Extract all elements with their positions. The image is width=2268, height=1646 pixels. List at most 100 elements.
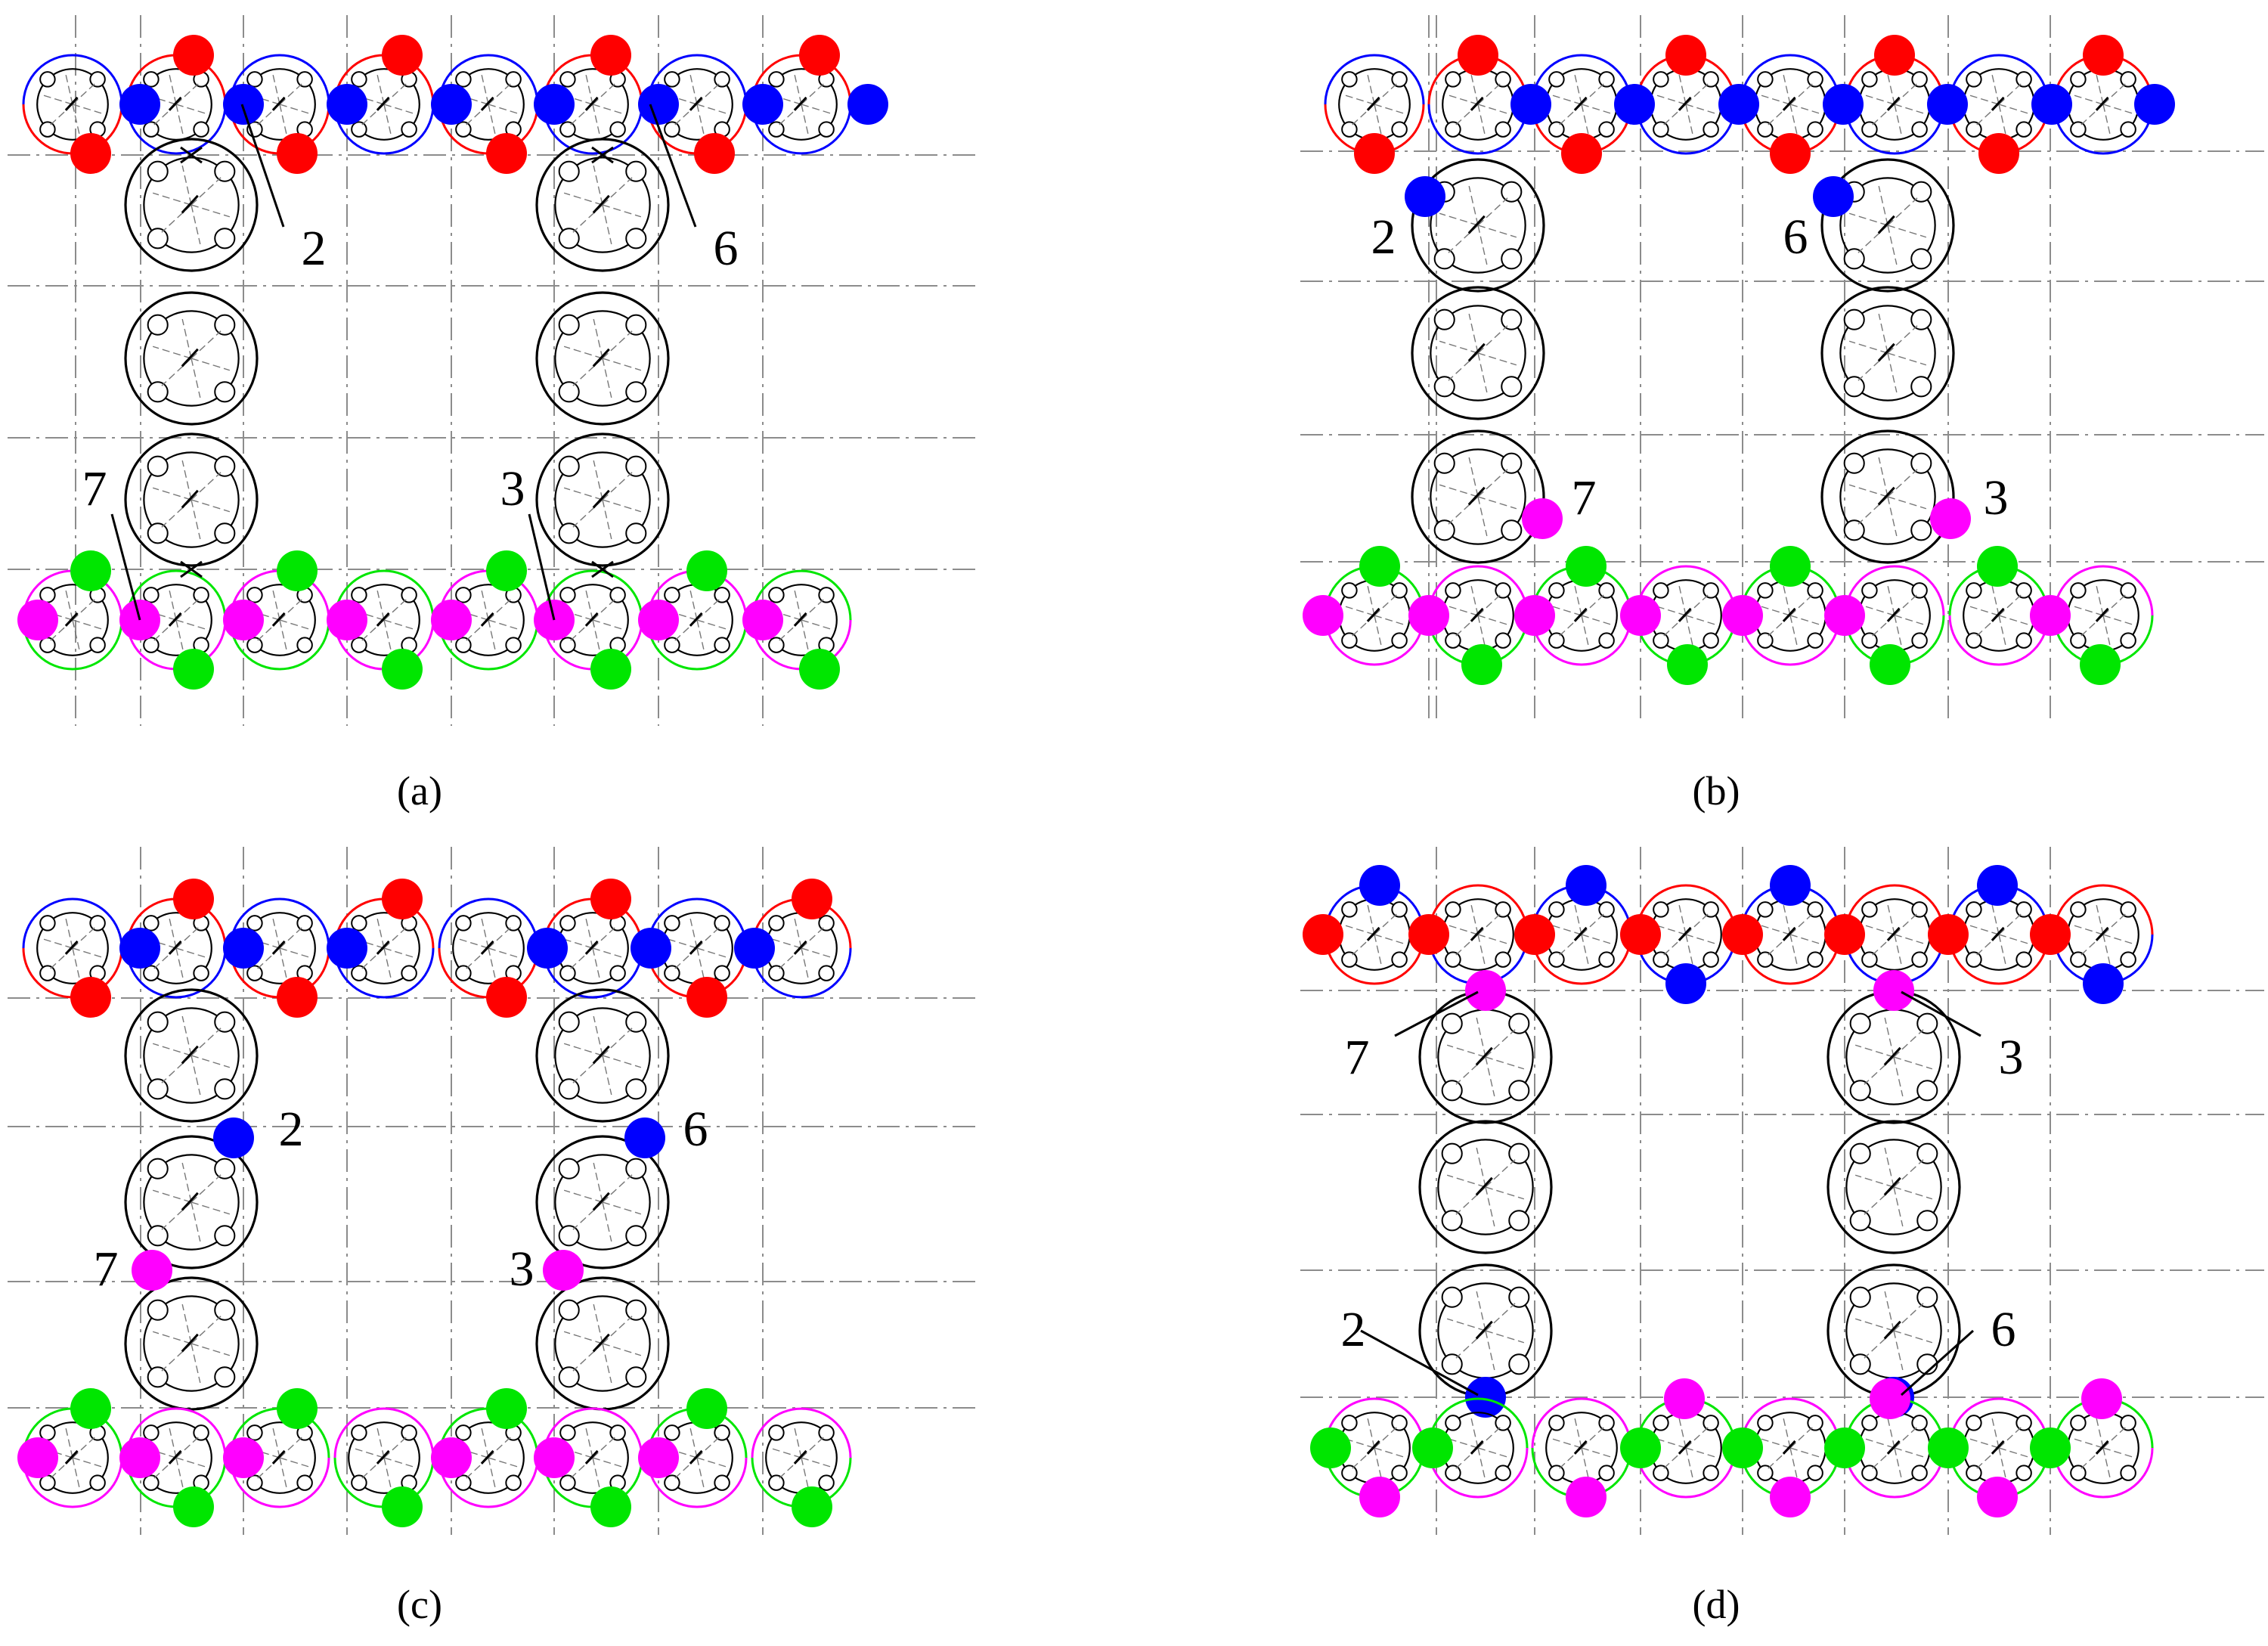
- part-label-6: 6: [683, 1102, 708, 1157]
- connector-dot: [1928, 914, 1969, 955]
- rotor-pointer: [2095, 607, 2109, 622]
- connector-dot: [1620, 1427, 1661, 1468]
- rotor-notch: [455, 71, 472, 88]
- rotor-spoke: [1884, 1017, 1895, 1058]
- rotor-spoke: [689, 1428, 698, 1458]
- rotor-spoke: [696, 83, 720, 105]
- rotor-notch: [505, 637, 522, 653]
- rotor-spoke: [1470, 586, 1479, 616]
- rotor-notch: [2070, 632, 2087, 649]
- module-ring-arc: [646, 619, 748, 671]
- rotor-spoke: [1998, 934, 2006, 964]
- rotor-pointer: [1467, 215, 1486, 234]
- rotor-notch: [1911, 901, 1928, 918]
- rotor-spoke: [2074, 95, 2104, 105]
- rotor-spoke: [1477, 934, 1507, 944]
- connector-dot: [1770, 1477, 1811, 1517]
- rotor-spoke: [1485, 1056, 1525, 1070]
- rotor-spoke: [689, 591, 698, 621]
- rotor-spoke: [376, 591, 385, 621]
- rotor-body: [1845, 1139, 1942, 1235]
- rotor-notch: [559, 1424, 576, 1441]
- rotor-spoke: [1656, 606, 1687, 616]
- rotor-spoke: [383, 1457, 392, 1487]
- rotor-spoke: [801, 104, 809, 134]
- rotor-spoke: [1894, 913, 1917, 935]
- module-ring-arc: [1948, 1397, 2050, 1449]
- rotor-pointer: [480, 612, 494, 627]
- rotor-spoke: [1685, 594, 1709, 616]
- rotor-spoke: [1998, 104, 2028, 114]
- connector-dot: [1927, 84, 1968, 125]
- rotor-notch: [1757, 901, 1774, 918]
- rotor-spoke: [191, 204, 201, 245]
- rotor-spoke: [668, 938, 698, 949]
- connector-dot: [486, 1388, 527, 1429]
- rotor-spoke: [1485, 1186, 1525, 1200]
- module-ring-arc: [1635, 1447, 1737, 1499]
- connector-dot: [1303, 595, 1343, 636]
- contact-cross: [180, 560, 203, 578]
- module-ring-arc: [1844, 884, 1945, 935]
- connector-dot: [534, 84, 575, 125]
- rotor-notch: [193, 965, 209, 981]
- rotor-notch: [818, 1424, 835, 1441]
- rotor-spoke: [1887, 225, 1927, 238]
- rotor-spoke: [1374, 104, 1404, 114]
- rotor-notch: [664, 637, 680, 653]
- rotor-spoke: [1477, 104, 1486, 134]
- rotor-notch: [214, 1299, 236, 1321]
- rotor-spoke: [1345, 925, 1375, 935]
- rotor-spoke: [1894, 83, 1917, 105]
- rotor-pointer: [1678, 926, 1692, 941]
- rotor-notch: [1391, 951, 1408, 968]
- rotor-spoke: [602, 330, 633, 359]
- rotor-spoke: [563, 1189, 603, 1203]
- rotor-spoke: [279, 104, 287, 134]
- connector-dot: [1718, 84, 1759, 125]
- rotor-spoke: [191, 330, 222, 359]
- rotor-spoke: [1678, 1418, 1687, 1449]
- rotor-notch: [609, 965, 626, 981]
- part-label-3: 3: [510, 1241, 534, 1297]
- module-ring-arc: [333, 947, 435, 999]
- rotor-notch: [193, 587, 209, 603]
- rotor-spoke: [1789, 1447, 1798, 1477]
- rotor-spoke: [1789, 594, 1813, 616]
- rotor-notch: [143, 587, 160, 603]
- rotor-spoke: [1581, 594, 1604, 616]
- rotor-spoke: [175, 104, 184, 134]
- rotor-spoke: [696, 1457, 705, 1487]
- leader-line: [1360, 1329, 1479, 1396]
- rotor-pointer: [1886, 607, 1901, 622]
- rotor-spoke: [602, 1343, 612, 1384]
- rotor-pointer: [2095, 96, 2109, 111]
- rotor-notch: [1757, 1465, 1774, 1481]
- rotor-body: [1839, 305, 1936, 401]
- connector-dot: [1310, 1427, 1351, 1468]
- rotor-spoke: [696, 947, 727, 958]
- connector-dot: [1873, 970, 1914, 1011]
- rotor-spoke: [593, 165, 603, 206]
- connector-dot: [1412, 1427, 1453, 1468]
- rotor-notch: [625, 1225, 647, 1247]
- rotor-notch: [1495, 121, 1511, 138]
- rotor-notch: [1653, 632, 1669, 649]
- connector-dot: [223, 1437, 264, 1478]
- rotor-spoke: [1485, 1159, 1516, 1188]
- module-ring-arc: [1635, 884, 1737, 935]
- rotor-spoke: [1446, 1174, 1486, 1188]
- rotor-pointer: [584, 96, 599, 111]
- rotor-notch: [1843, 519, 1865, 541]
- rotor-notch: [39, 71, 56, 88]
- rotor-pointer: [584, 1449, 599, 1465]
- rotor-pointer: [1678, 607, 1692, 622]
- rotor-pointer: [181, 1045, 199, 1065]
- rotor-notch: [147, 160, 169, 182]
- rotor-notch: [1548, 1415, 1565, 1431]
- rotor-spoke: [181, 1303, 192, 1344]
- rotor-spoke: [1887, 1418, 1895, 1449]
